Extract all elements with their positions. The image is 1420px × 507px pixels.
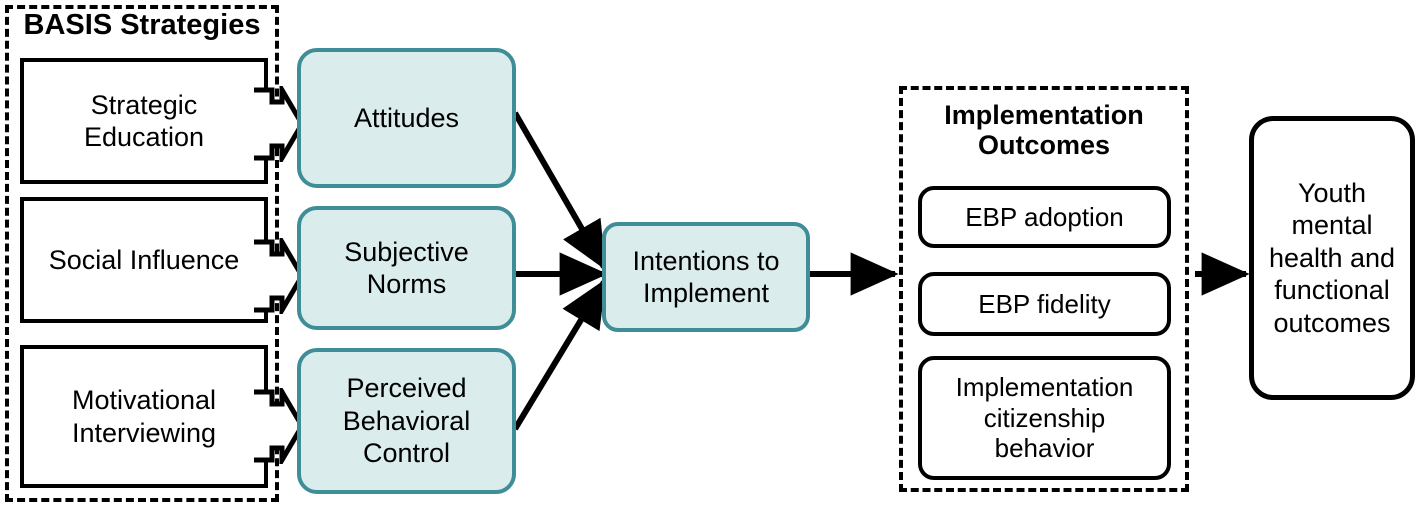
outcome-box-implementation-citizenship-behavior[interactable]: Implementation citizenship behavior <box>918 356 1171 480</box>
strategy-label: Strategic Education <box>83 89 205 152</box>
implementation-outcomes-group <box>899 86 1189 492</box>
implementation-outcomes-title: Implementation Outcomes <box>944 100 1144 161</box>
construct-box-attitudes[interactable]: Attitudes <box>297 48 516 188</box>
arrow-perceived-behavioral-control-to-intentions <box>512 278 607 431</box>
outcome-box-ebp-fidelity[interactable]: EBP fidelity <box>918 272 1171 336</box>
construct-box-subjective-norms[interactable]: Subjective Norms <box>297 206 516 330</box>
arrow-attitudes-to-intentions <box>512 111 607 271</box>
strategy-box-social-influence[interactable]: Social Influence <box>20 197 268 323</box>
construct-label: Subjective Norms <box>344 236 469 299</box>
outcome-label: EBP adoption <box>965 201 1124 232</box>
outcome-box-ebp-adoption[interactable]: EBP adoption <box>918 186 1171 248</box>
strategy-box-strategic-education[interactable]: Strategic Education <box>20 58 268 184</box>
construct-label: Attitudes <box>353 102 460 133</box>
construct-label: Perceived Behavioral Control <box>342 373 471 469</box>
strategy-box-motivational-interviewing[interactable]: Motivational Interviewing <box>20 345 268 488</box>
outcome-label: Implementation citizenship behavior <box>955 371 1134 464</box>
youth-outcomes-box[interactable]: Youth mental health and functional outco… <box>1249 116 1415 400</box>
intentions-label: Intentions to Implement <box>632 245 780 308</box>
construct-box-perceived-behavioral-control[interactable]: Perceived Behavioral Control <box>297 348 516 494</box>
youth-outcomes-label: Youth mental health and functional outco… <box>1268 178 1396 338</box>
basis-strategies-title: BASIS Strategies <box>23 9 261 41</box>
outcome-label: EBP fidelity <box>978 288 1111 319</box>
intentions-to-implement-box[interactable]: Intentions to Implement <box>602 222 810 332</box>
strategy-label: Motivational Interviewing <box>71 385 217 448</box>
strategy-label: Social Influence <box>48 244 240 275</box>
